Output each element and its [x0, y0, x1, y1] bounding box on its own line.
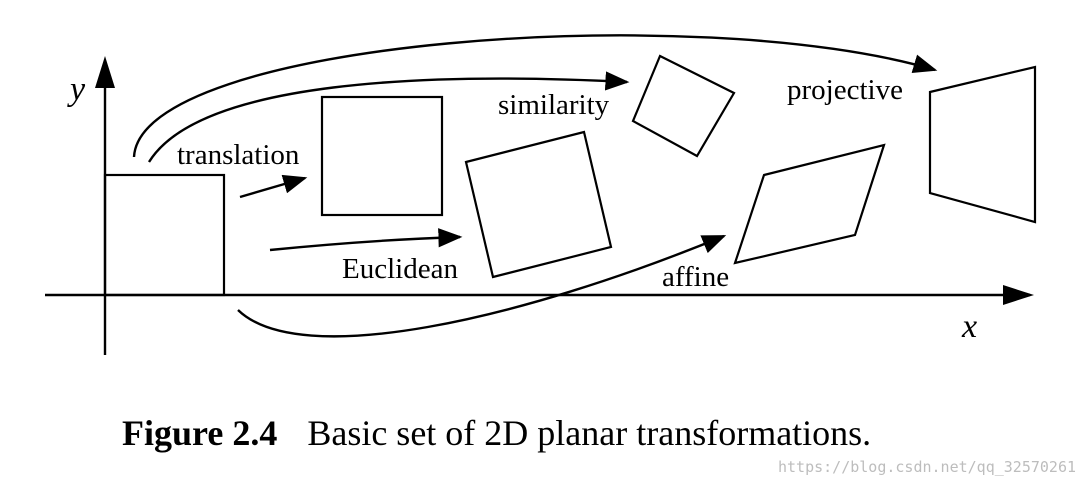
- figure-caption-text: Basic set of 2D planar transformations.: [307, 413, 872, 453]
- x-axis-arrow-icon: [1003, 285, 1034, 305]
- figure-caption: Figure 2.4 Basic set of 2D planar transfo…: [122, 412, 871, 454]
- euclidean-square: [464, 130, 613, 279]
- affine-arrow: [237, 234, 727, 338]
- translation-square: [320, 95, 444, 217]
- similarity-label: similarity: [498, 89, 610, 121]
- translation-arrow: [239, 174, 308, 199]
- projective-arrow: [132, 34, 938, 158]
- projective-label: projective: [787, 74, 903, 106]
- euclidean-label: Euclidean: [342, 253, 458, 285]
- projective-quadrilateral: [928, 65, 1037, 224]
- figure-number: Figure 2.4: [122, 413, 278, 453]
- y-axis-label: y: [67, 71, 86, 108]
- similarity-square: [631, 54, 736, 158]
- similarity-arrow: [147, 71, 630, 163]
- y-axis-arrow-icon: [95, 56, 115, 88]
- euclidean-arrow: [269, 228, 463, 252]
- watermark: https://blog.csdn.net/qq_32570261: [777, 458, 1076, 476]
- affine-label: affine: [662, 261, 729, 293]
- translation-label: translation: [177, 139, 300, 171]
- x-axis-label: x: [961, 308, 977, 345]
- affine-parallelogram: [733, 143, 886, 265]
- original-square: [103, 173, 226, 297]
